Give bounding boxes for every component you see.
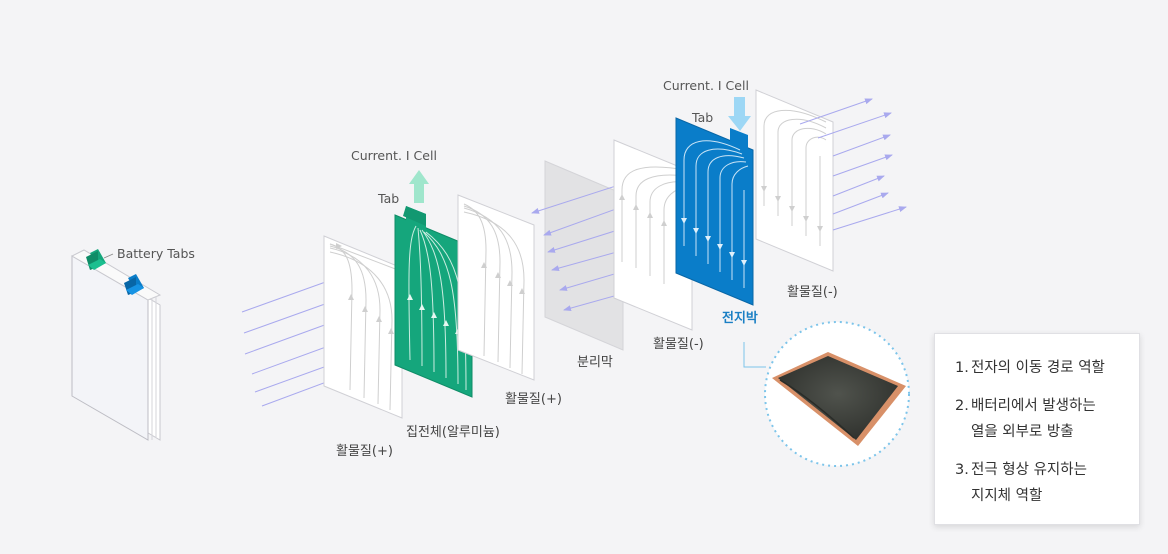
current-cell-right-label: Current. I Cell bbox=[663, 78, 749, 93]
foil-zoom-circle bbox=[743, 321, 910, 467]
active-pos-1-label: 활물질(+) bbox=[336, 444, 393, 459]
up-arrow-icon bbox=[409, 170, 429, 203]
tab-left-label: Tab bbox=[377, 191, 399, 206]
list-item: 2.배터리에서 발생하는 열을 외부로 방출 bbox=[955, 398, 1096, 440]
active-pos-2-label: 활물질(+) bbox=[505, 392, 562, 407]
battery-cell: Battery Tabs bbox=[70, 246, 195, 441]
list-item: 3.전극 형상 유지하는 지지체 역할 bbox=[955, 462, 1087, 504]
foil-photo bbox=[772, 352, 906, 446]
outgoing-current-lines bbox=[799, 98, 907, 231]
active-material-positive-1: 활물질(+) bbox=[323, 235, 403, 459]
active-neg-1-label: 활물질(-) bbox=[653, 337, 704, 352]
electrode-foil: Current. I Cell Tab 전지박 bbox=[663, 78, 758, 326]
down-arrow-icon bbox=[728, 97, 751, 131]
list-item: 1.전자의 이동 경로 역할 bbox=[955, 360, 1105, 376]
separator-label: 분리막 bbox=[577, 355, 613, 370]
electrode-foil-label: 전지박 bbox=[722, 310, 758, 326]
battery-tab-green bbox=[86, 249, 106, 270]
active-material-negative-1: 활물질(-) bbox=[613, 139, 704, 352]
tab-right-label: Tab bbox=[691, 110, 713, 125]
battery-tabs-label: Battery Tabs bbox=[117, 246, 195, 261]
active-material-negative-2: 활물질(-) bbox=[755, 89, 838, 300]
foil-function-callout: 1.전자의 이동 경로 역할 2.배터리에서 발생하는 열을 외부로 방출 3.… bbox=[934, 333, 1140, 525]
battery-tab-blue bbox=[124, 274, 144, 295]
current-cell-left-label: Current. I Cell bbox=[351, 148, 437, 163]
separator: 분리막 bbox=[544, 160, 624, 370]
function-list: 1.전자의 이동 경로 역할 2.배터리에서 발생하는 열을 외부로 방출 3.… bbox=[955, 356, 1127, 509]
active-neg-2-label: 활물질(-) bbox=[787, 285, 838, 300]
current-collector-label: 집전체(알루미늄) bbox=[406, 425, 500, 440]
active-material-positive-2: 활물질(+) bbox=[457, 194, 562, 407]
